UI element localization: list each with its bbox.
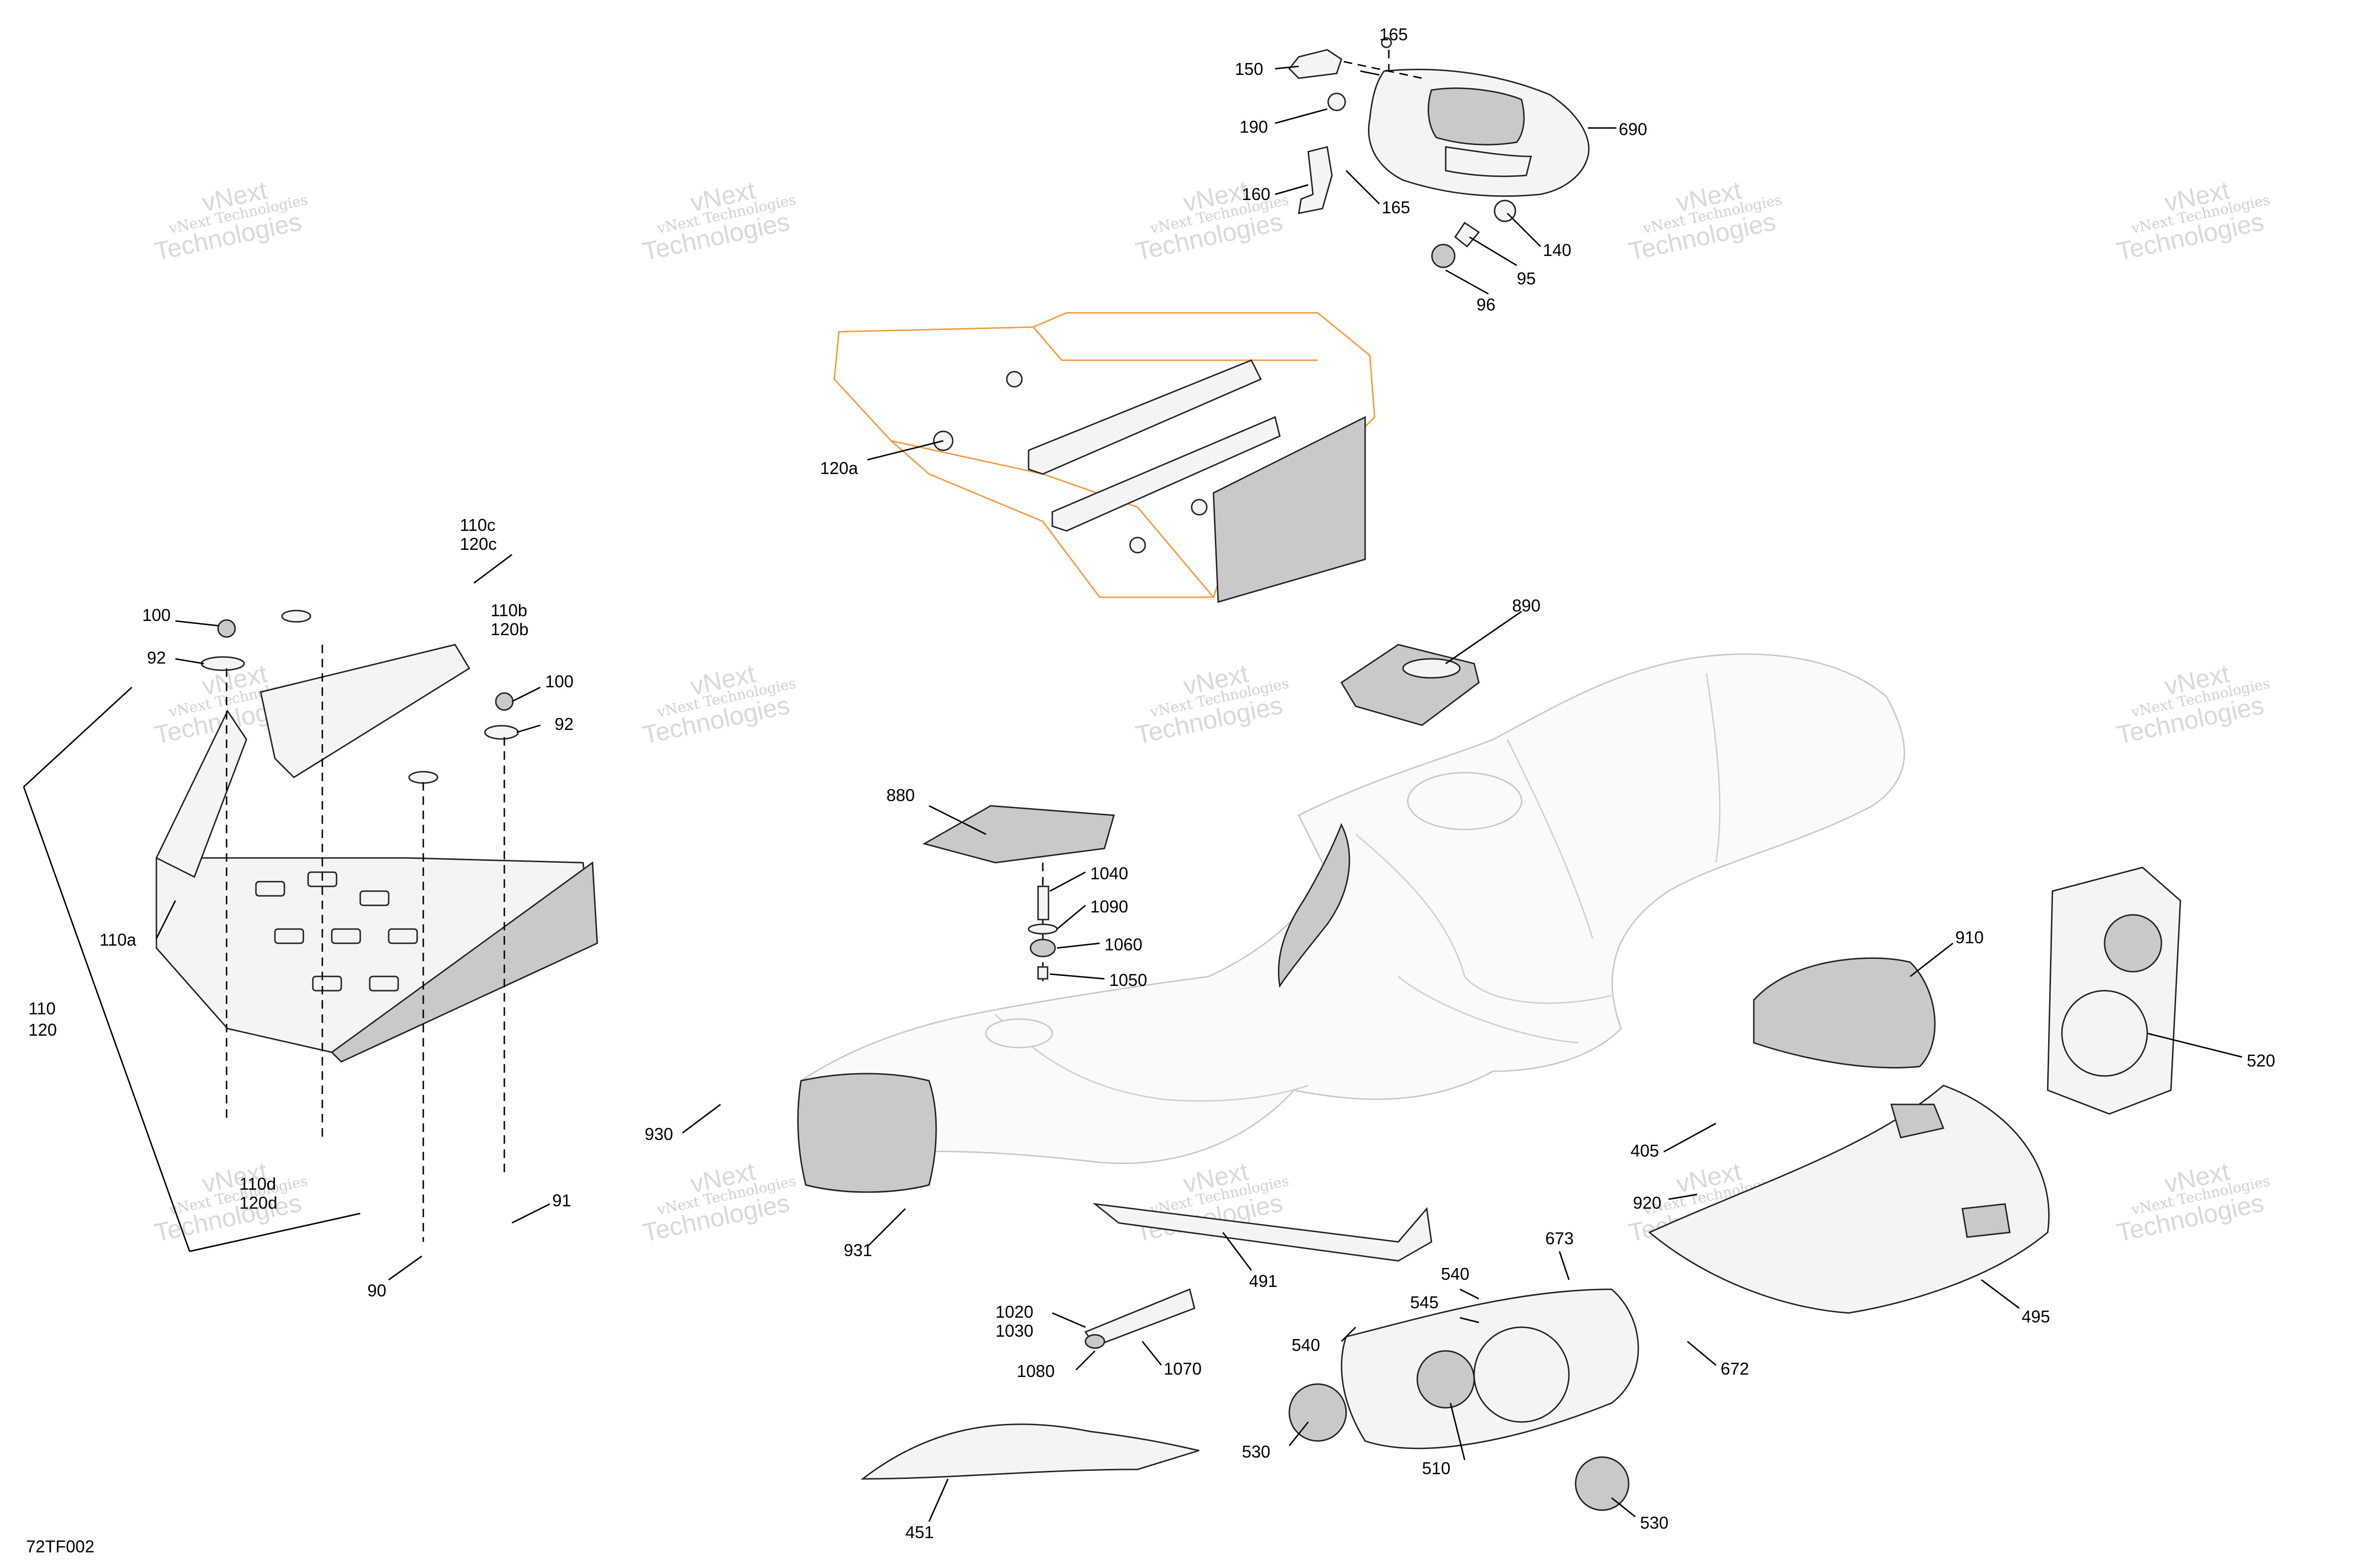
top-parts: [922, 644, 1936, 1069]
callout-100: 100: [545, 672, 574, 691]
body-panel-ghost: [797, 653, 1905, 1193]
callout-931: 931: [844, 1240, 872, 1260]
callout-880: 880: [886, 785, 915, 805]
callout-110a: 110a: [100, 930, 137, 949]
footrest-assembly-110: [155, 610, 598, 1063]
callout-110c: 110c: [460, 515, 495, 535]
callout-110: 110: [28, 999, 55, 1018]
callout-510: 510: [1422, 1459, 1450, 1478]
callout-91: 91: [552, 1191, 571, 1210]
callout-160: 160: [1242, 184, 1270, 204]
callout-405: 405: [1631, 1141, 1659, 1160]
callout-110d: 110d: [239, 1174, 276, 1194]
callout-120: 120: [28, 1020, 57, 1039]
callout-110b: 110b: [491, 601, 527, 620]
callout-910: 910: [1955, 928, 1984, 947]
footrest-slots: [255, 871, 418, 992]
callout-leaders: [155, 65, 2242, 1522]
callout-1080: 1080: [1017, 1361, 1055, 1381]
callout-1070: 1070: [1164, 1359, 1202, 1378]
callout-120d: 120d: [239, 1193, 277, 1212]
callout-1040: 1040: [1090, 864, 1128, 883]
callout-labels: 165 150 690 190 160 165 140 95 96 120a 1…: [28, 25, 2275, 1542]
callout-150: 150: [1235, 59, 1263, 79]
callout-190: 190: [1240, 117, 1268, 137]
callout-890: 890: [1512, 596, 1540, 615]
footrest-reference-120a: [833, 312, 1376, 603]
callout-530: 530: [1242, 1442, 1270, 1461]
callout-120c: 120c: [460, 534, 497, 554]
lower-trim: [860, 1203, 1432, 1480]
callout-520: 520: [2247, 1051, 2275, 1070]
callout-1030: 1030: [995, 1321, 1033, 1340]
hardware-stack: [1028, 863, 1058, 981]
callout-930: 930: [645, 1124, 673, 1144]
callout-100: 100: [142, 605, 171, 625]
callout-495: 495: [2022, 1307, 2050, 1326]
callout-920: 920: [1633, 1193, 1661, 1212]
callout-530: 530: [1640, 1513, 1668, 1532]
callout-90: 90: [367, 1281, 386, 1300]
callout-120b: 120b: [491, 620, 529, 639]
callout-673: 673: [1545, 1229, 1574, 1248]
callout-545: 545: [1410, 1293, 1439, 1312]
side-panels: [1288, 866, 2181, 1511]
callout-540: 540: [1441, 1264, 1469, 1284]
callout-140: 140: [1543, 240, 1571, 260]
callout-165: 165: [1382, 198, 1410, 217]
callout-451: 451: [905, 1522, 934, 1542]
footrest-leaders: [23, 645, 505, 1252]
callout-165: 165: [1379, 25, 1408, 44]
callout-690: 690: [1619, 119, 1647, 139]
callout-540: 540: [1292, 1335, 1320, 1355]
callout-672: 672: [1721, 1359, 1749, 1378]
callout-120a: 120a: [820, 458, 858, 478]
callout-95: 95: [1517, 269, 1536, 288]
callout-1060: 1060: [1104, 935, 1142, 954]
callout-491: 491: [1249, 1271, 1277, 1291]
callout-1050: 1050: [1109, 970, 1147, 990]
callout-92: 92: [147, 648, 166, 667]
callout-92: 92: [555, 714, 574, 734]
callout-96: 96: [1477, 295, 1495, 314]
callout-1020: 1020: [995, 1302, 1033, 1322]
headlight-housing-690: [1288, 37, 1590, 268]
callout-1090: 1090: [1090, 897, 1128, 916]
diagram-code: 72TF002: [26, 1537, 94, 1556]
